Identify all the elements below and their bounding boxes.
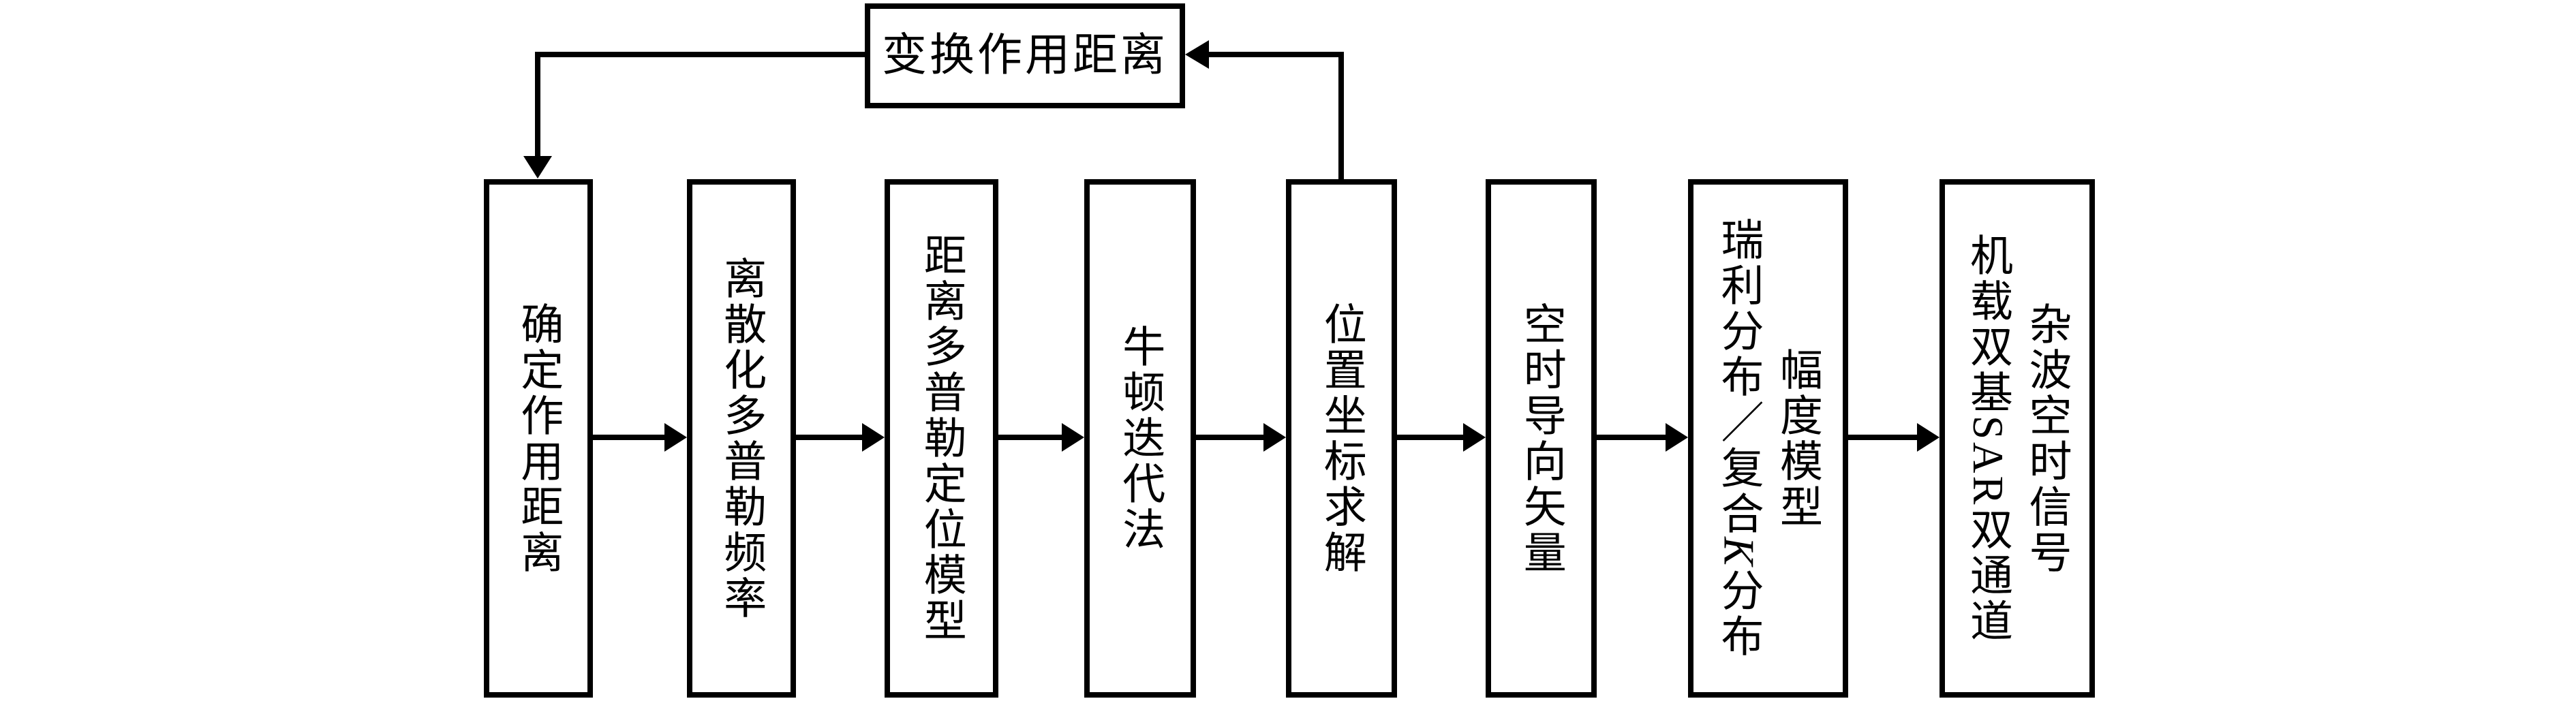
- box-label: 确定作用距离: [515, 301, 563, 576]
- flow-box-position-coordinate-solving: 位置坐标求解: [1286, 179, 1397, 698]
- box-label: 位置坐标求解: [1317, 301, 1366, 576]
- box-label: 牛顿迭代法: [1116, 324, 1165, 552]
- flow-box-discretized-doppler-frequency: 离散化多普勒频率: [687, 179, 796, 698]
- box-label: 离散化多普勒频率: [718, 255, 766, 621]
- arrowhead-left-into-transform-box: [1185, 40, 1209, 69]
- flow-box-bistatic-sar-clutter-signal: 机载双基SAR双通道 杂波空时信号: [1939, 179, 2095, 698]
- flow-box-range-doppler-location-model: 距离多普勒定位模型: [885, 179, 998, 698]
- flow-box-newton-iteration-method: 牛顿迭代法: [1084, 179, 1196, 698]
- box-label: 距离多普勒定位模型: [917, 233, 966, 644]
- arrowhead-box5: [1263, 423, 1286, 452]
- arrowhead-down-into-box1: [523, 156, 552, 178]
- box-label: 空时导向矢量: [1517, 301, 1565, 576]
- box-label-column-left: 瑞利分布／复合K分布: [1715, 217, 1763, 659]
- box-label-segment: 瑞利分布／复合: [1715, 217, 1763, 537]
- connector-feedback-to-transform: [1209, 52, 1344, 179]
- box-label-column-right: 幅度模型: [1774, 347, 1822, 530]
- arrowhead-box6: [1463, 423, 1486, 452]
- flow-box-transform-operating-range: 变换作用距离: [865, 3, 1185, 108]
- arrowhead-box8: [1917, 423, 1939, 452]
- box-label-segment: 分布: [1715, 568, 1763, 660]
- connector-transform-to-box1: [535, 52, 865, 157]
- flow-box-amplitude-model: 瑞利分布／复合K分布 幅度模型: [1688, 179, 1848, 698]
- arrowhead-box2: [664, 423, 687, 452]
- arrowhead-box7: [1666, 423, 1688, 452]
- box-label-column-left: 机载双基SAR双通道: [1964, 232, 2012, 644]
- flow-box-space-time-steering-vector: 空时导向矢量: [1486, 179, 1597, 698]
- k-distribution-symbol: K: [1715, 536, 1763, 569]
- box-label: 变换作用距离: [882, 31, 1168, 80]
- arrowhead-box3: [862, 423, 885, 452]
- box-label-column-right: 杂波空时信号: [2023, 301, 2071, 576]
- arrowhead-box4: [1062, 423, 1084, 452]
- flow-box-determine-operating-range: 确定作用距离: [484, 179, 593, 698]
